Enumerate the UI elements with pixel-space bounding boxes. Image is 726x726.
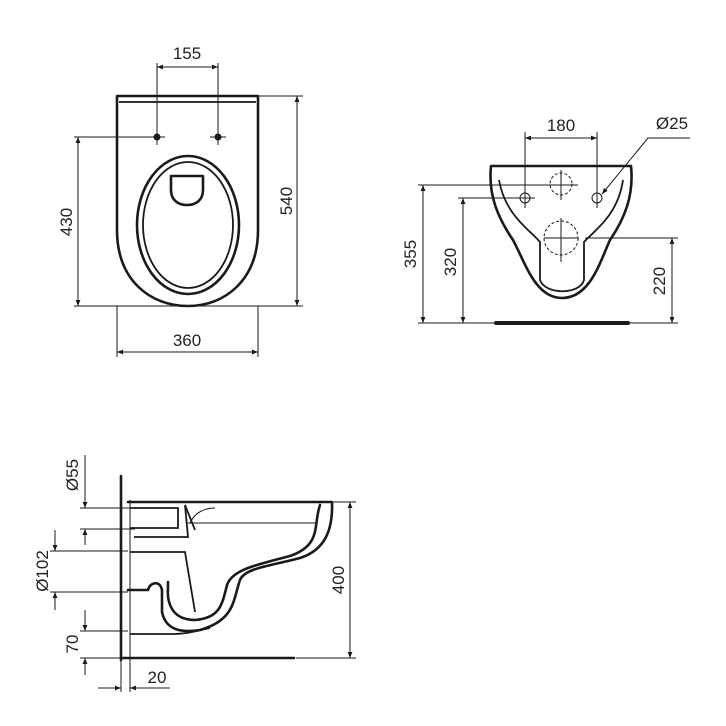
dim-label-155: 155 <box>173 44 201 63</box>
seat-inner <box>142 161 234 289</box>
bowl-inner-front <box>498 179 624 293</box>
bowl-inner-side <box>166 503 322 622</box>
dim-label-540: 540 <box>277 187 296 215</box>
dim-label-220: 220 <box>650 267 669 295</box>
dim-label-400: 400 <box>329 566 348 594</box>
dim-label-360: 360 <box>173 331 201 350</box>
side-view: Ø55 Ø102 70 400 20 <box>33 455 356 692</box>
dim-label-180: 180 <box>547 116 575 135</box>
seat-outer <box>135 154 241 296</box>
leader-25 <box>601 137 690 195</box>
bowl-outline-side <box>126 500 334 633</box>
inlet-pipe <box>130 504 196 538</box>
dim-label-102: Ø102 <box>33 550 52 592</box>
dim-label-70: 70 <box>63 635 82 654</box>
dim-label-20: 20 <box>148 668 167 687</box>
dim-label-25: Ø25 <box>656 114 688 133</box>
base-line <box>130 627 211 635</box>
dim-label-355: 355 <box>401 240 420 268</box>
bowl-outline-front <box>489 164 633 300</box>
trapway <box>130 551 196 613</box>
top-view: 155 540 430 360 <box>57 44 303 357</box>
dim-label-55: Ø55 <box>63 459 82 491</box>
flush-rim <box>189 507 216 524</box>
flush-opening <box>169 174 205 207</box>
front-view: 180 Ø25 355 320 220 <box>401 114 690 325</box>
dim-label-430: 430 <box>57 208 76 236</box>
dim-label-320: 320 <box>441 248 460 276</box>
